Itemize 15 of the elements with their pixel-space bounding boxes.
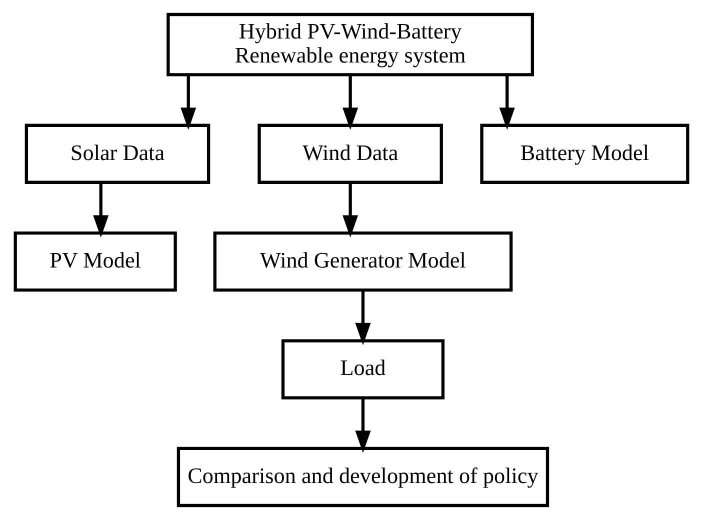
arrow <box>180 75 196 130</box>
node-box: Wind Generator Model <box>213 231 513 292</box>
node-box: PV Model <box>14 231 177 292</box>
arrow <box>93 182 109 238</box>
arrow <box>342 75 358 130</box>
node-box: Comparison and development of policy <box>176 446 550 508</box>
node-box: Hybrid PV-Wind-Battery Renewable energy system <box>166 12 534 76</box>
node-box: Battery Model <box>480 124 690 184</box>
node-box: Load <box>281 339 445 400</box>
node-box: Solar Data <box>24 124 210 184</box>
arrow <box>355 398 371 453</box>
arrow <box>499 75 515 130</box>
arrow <box>342 182 358 238</box>
node-box: Wind Data <box>258 124 443 184</box>
arrow <box>355 290 371 346</box>
